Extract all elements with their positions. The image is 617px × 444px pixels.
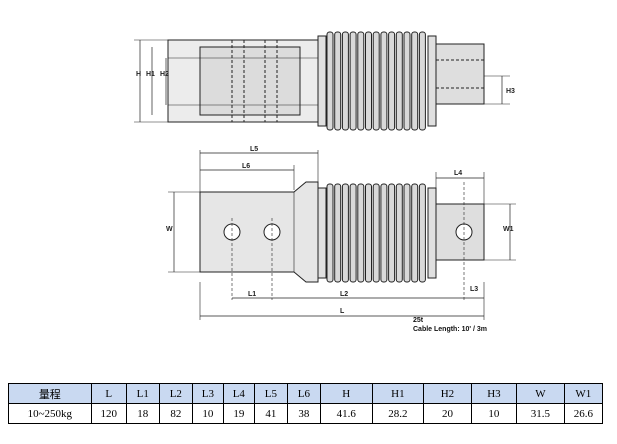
spec-value-cell: 38 xyxy=(286,403,321,424)
bellows-fin xyxy=(365,31,372,131)
bellows-fin xyxy=(357,31,365,131)
bellows-fin xyxy=(365,183,372,283)
bellows-fin xyxy=(326,183,334,283)
bellows-fin xyxy=(349,31,357,131)
bellows-fin xyxy=(418,183,426,283)
spec-value-cell: 82 xyxy=(158,403,193,424)
dim-label-h3: H3 xyxy=(506,88,515,95)
dim-label-l1: L1 xyxy=(248,291,256,298)
spec-header-cell: W1 xyxy=(563,383,604,404)
top-bellows xyxy=(326,31,426,131)
top-right-stub xyxy=(435,43,485,105)
spec-header-cell: L4 xyxy=(222,383,255,404)
bellows-fin xyxy=(372,183,380,283)
mount-hole-1 xyxy=(223,223,241,241)
dim-label-w1: W1 xyxy=(503,226,514,233)
capacity-note: 25t xyxy=(413,317,424,324)
spec-header-cell: L3 xyxy=(191,383,224,404)
bellows-fin xyxy=(341,183,349,283)
bellows-fin xyxy=(341,31,349,131)
bellows-fin xyxy=(403,31,411,131)
bellows-fin xyxy=(388,183,396,283)
spec-value-cell: 26.6 xyxy=(563,403,604,424)
spec-header-cell: H2 xyxy=(423,383,472,404)
spec-value-cell: 10 xyxy=(470,403,518,424)
bellows-fin xyxy=(380,183,388,283)
bellows-fin xyxy=(411,183,419,283)
bellows-fin xyxy=(326,31,334,131)
bellows-fin xyxy=(357,183,365,283)
bellows-fin xyxy=(372,31,380,131)
dim-label-l2: L2 xyxy=(340,291,348,298)
spec-header-cell: W xyxy=(516,383,565,404)
bellows-fin xyxy=(395,31,403,131)
spec-value-cell: 20 xyxy=(423,403,472,424)
dim-label-l3: L3 xyxy=(470,286,478,293)
bottom-view xyxy=(168,150,516,320)
spec-value-cell: 31.5 xyxy=(516,403,565,424)
spec-header-cell: 量程 xyxy=(8,383,92,404)
bellows-fin xyxy=(395,183,403,283)
dim-label-w: W xyxy=(166,226,173,233)
top-view xyxy=(134,31,510,131)
bellows-fin xyxy=(418,31,426,131)
dim-label-h2: H2 xyxy=(160,71,169,78)
spec-value-cell: 18 xyxy=(125,403,160,424)
bellows-fin xyxy=(334,183,342,283)
dim-label-l6: L6 xyxy=(242,163,250,170)
spec-value-cell: 41.6 xyxy=(319,403,373,424)
bellows-fin xyxy=(411,31,419,131)
spec-header-cell: L5 xyxy=(253,383,288,404)
dim-label-l5: L5 xyxy=(250,146,258,153)
spec-value-cell: 28.2 xyxy=(371,403,425,424)
spec-header-cell: H xyxy=(319,383,373,404)
dim-label-l4: L4 xyxy=(454,170,462,177)
spec-header-cell: L2 xyxy=(158,383,193,404)
bellows-fin xyxy=(380,31,388,131)
bellows-fin xyxy=(403,183,411,283)
dim-label-l: L xyxy=(340,308,345,315)
spec-value-cell: 120 xyxy=(90,403,127,424)
spec-header-cell: H1 xyxy=(371,383,425,404)
bellows-fin xyxy=(334,31,342,131)
load-cell-drawing: H H1 H2 H3 xyxy=(134,31,516,333)
spec-header-cell: L xyxy=(90,383,127,404)
spec-header-cell: H3 xyxy=(470,383,518,404)
spec-value-cell: 41 xyxy=(253,403,288,424)
spec-header-cell: L1 xyxy=(125,383,160,404)
spec-header-cell: L6 xyxy=(286,383,321,404)
dim-label-h: H xyxy=(136,71,141,78)
spec-value-cell: 10 xyxy=(191,403,224,424)
cable-length-note: Cable Length: 10' / 3m xyxy=(413,326,487,333)
spec-value-cell: 10~250kg xyxy=(8,403,92,424)
bellows-fin xyxy=(388,31,396,131)
spec-value-cell: 19 xyxy=(222,403,255,424)
bottom-bellows xyxy=(326,183,426,283)
bellows-fin xyxy=(349,183,357,283)
mount-hole-2 xyxy=(263,223,281,241)
bottom-left-block xyxy=(199,181,319,283)
dim-label-h1: H1 xyxy=(146,71,155,78)
